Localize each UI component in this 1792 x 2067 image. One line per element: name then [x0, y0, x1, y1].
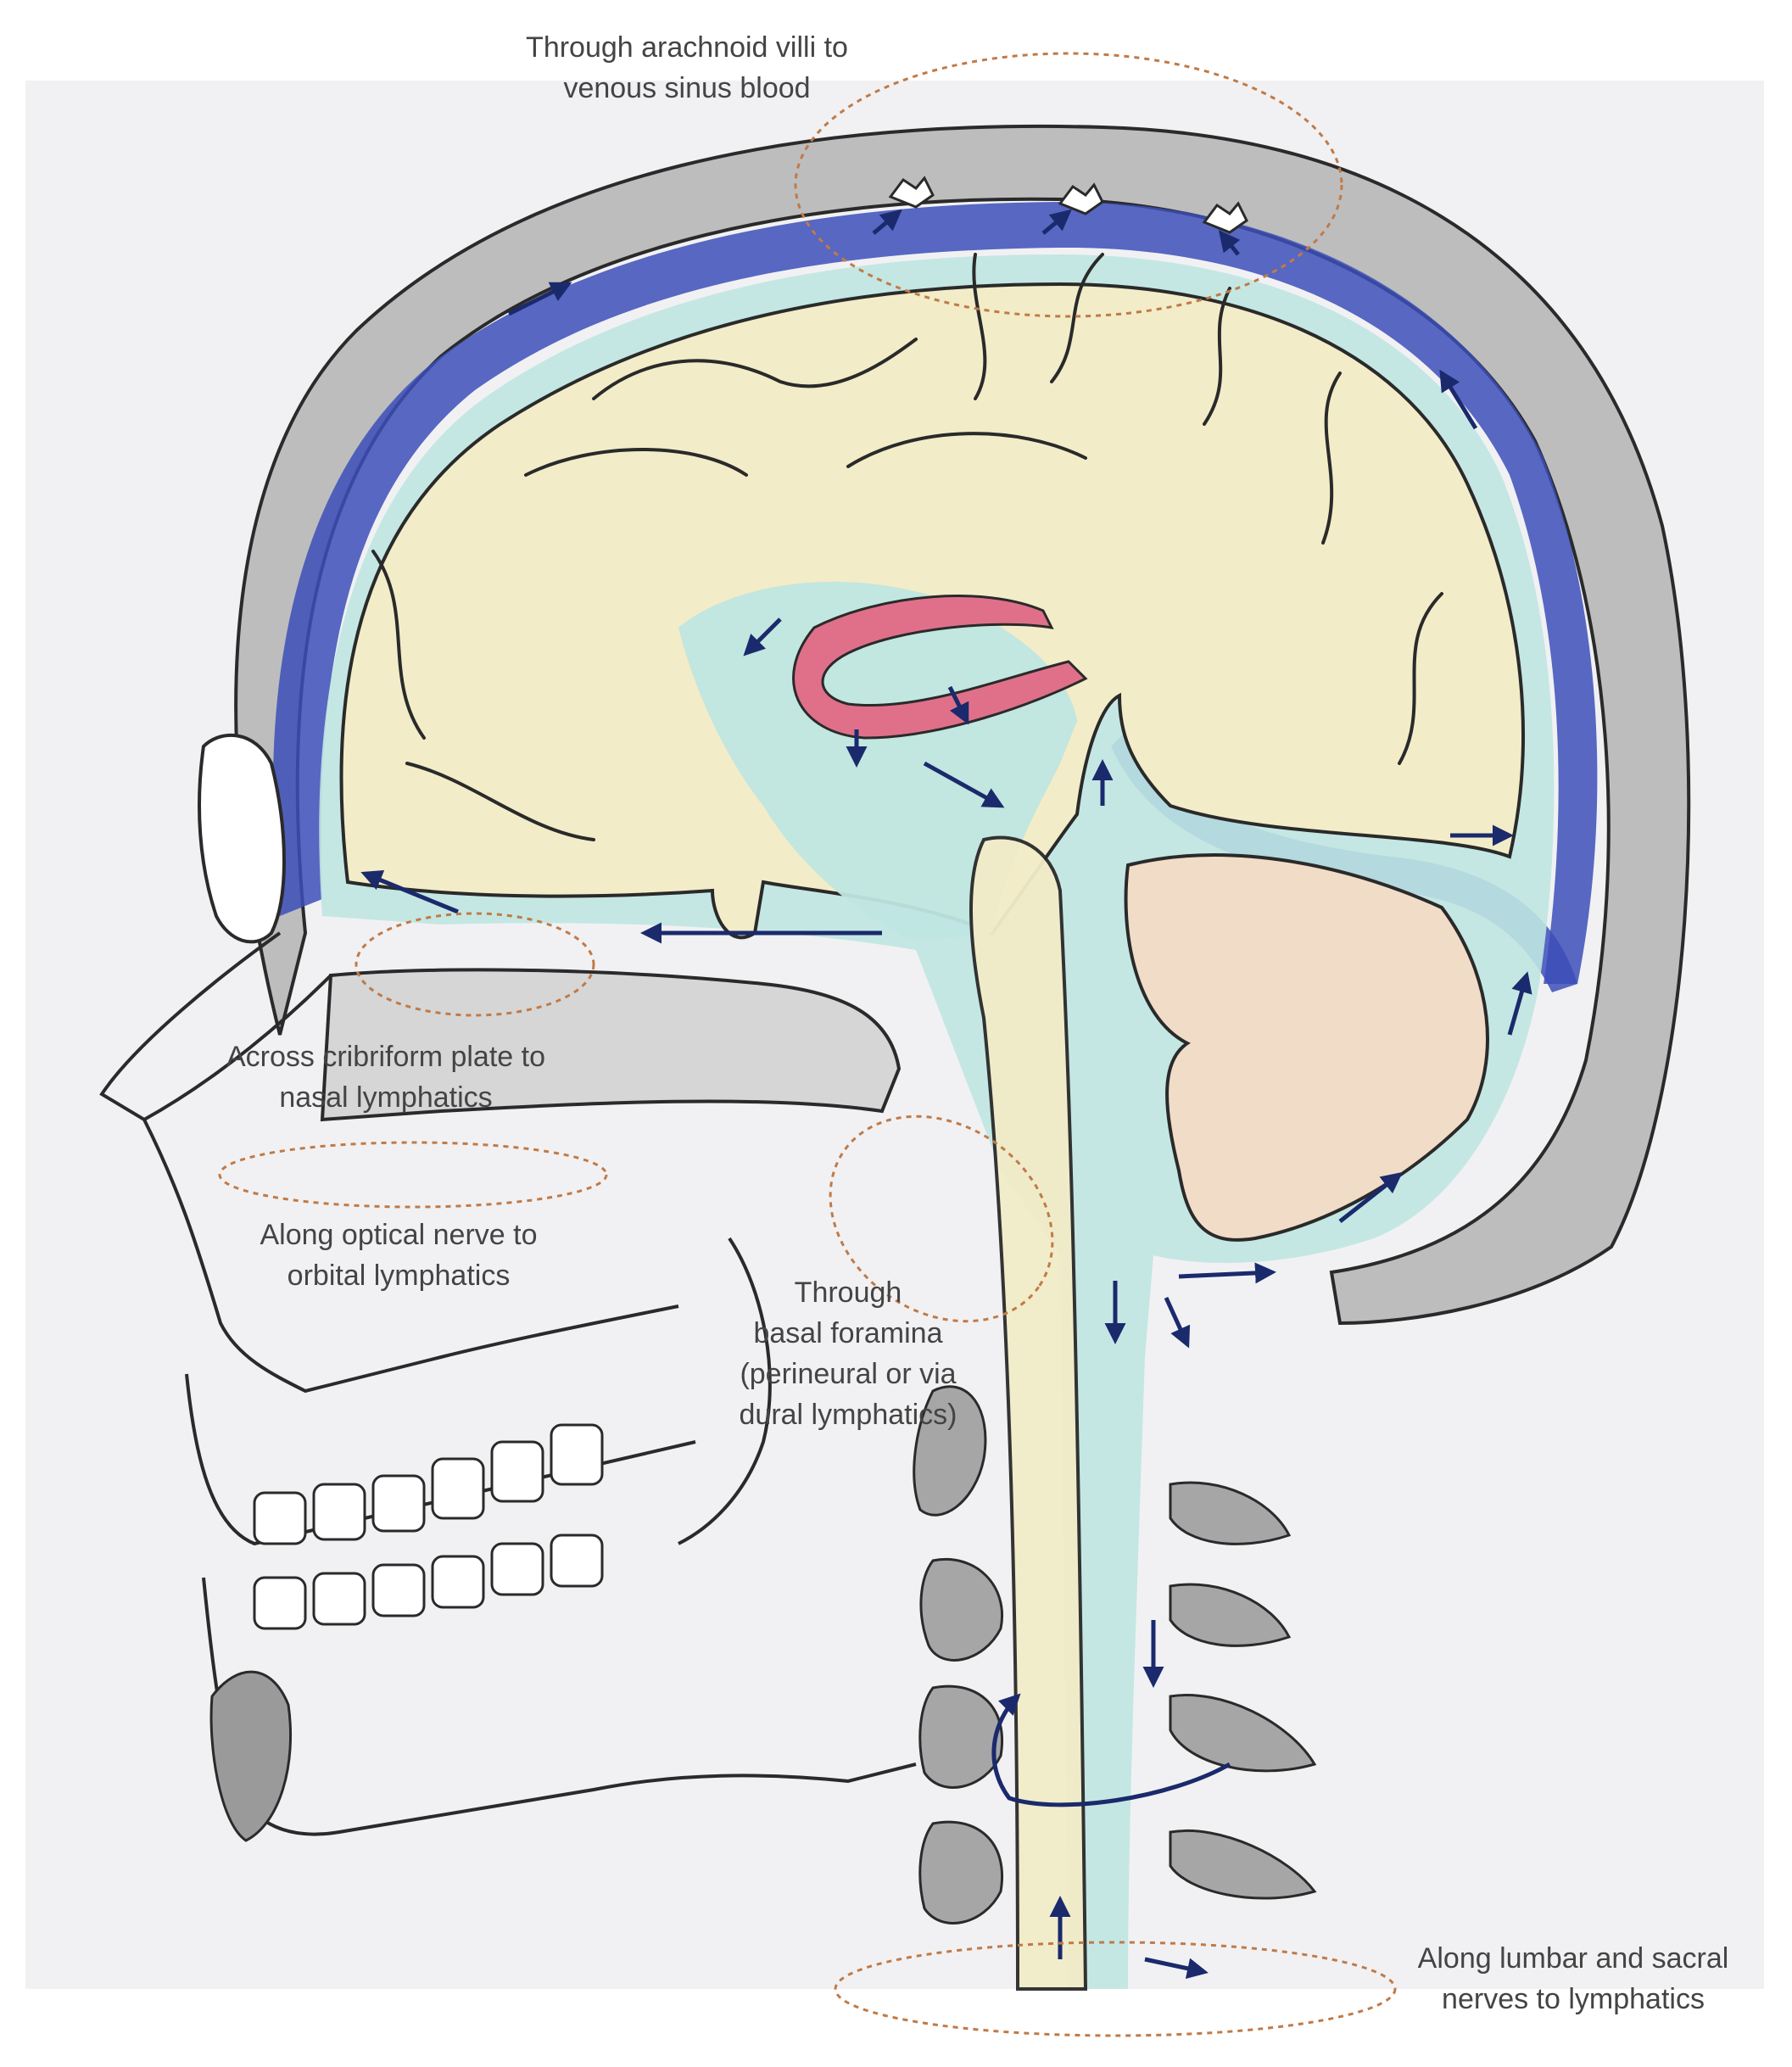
label-basal-foramina: Through basal foramina (perineural or vi… [712, 1272, 984, 1435]
label-lumbar-sacral: Along lumbar and sacral nerves to lympha… [1391, 1938, 1756, 2020]
label-cribriform-plate: Across cribriform plate to nasal lymphat… [182, 1036, 589, 1118]
label-arachnoid-villi: Through arachnoid villi to venous sinus … [475, 27, 899, 109]
label-optical-nerve: Along optical nerve to orbital lymphatic… [212, 1215, 585, 1296]
